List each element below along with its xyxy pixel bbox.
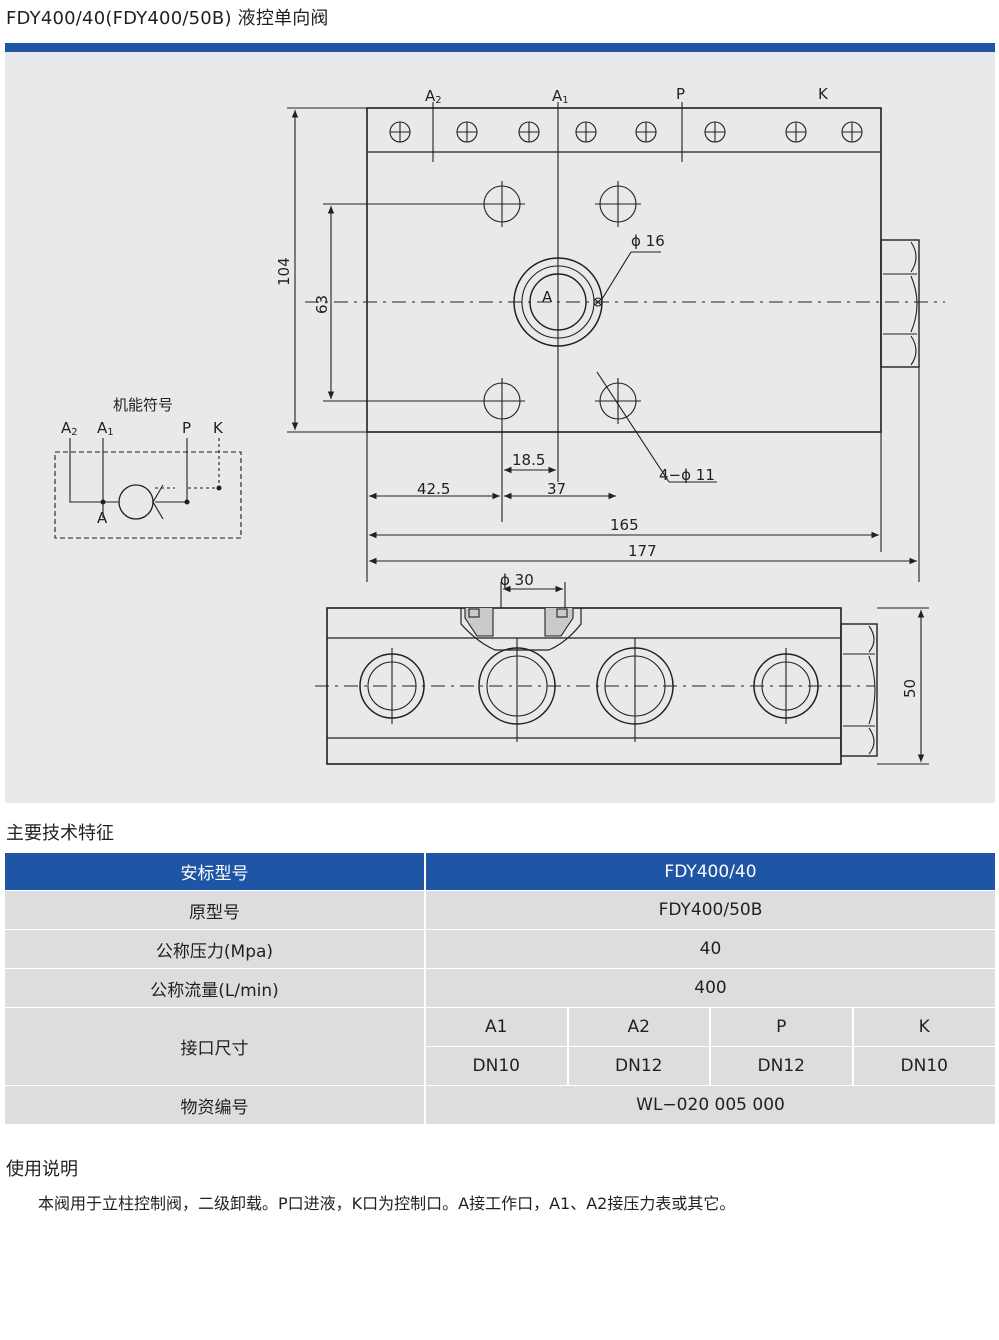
title-rule (5, 43, 995, 52)
dim-165: 165 (610, 516, 639, 534)
table-row: DN10 DN12 DN12 DN10 (5, 1046, 995, 1086)
symbol-label-a1: A1 (97, 419, 114, 438)
bolt-holes (389, 121, 863, 143)
mounting-holes (479, 181, 641, 522)
center-port-label: A (542, 288, 553, 306)
row-value: 400 (425, 968, 995, 1008)
symbol-label-a2: A2 (61, 419, 78, 438)
port-name-a1: A1 (425, 1007, 569, 1047)
specs-table: 安标型号 FDY400/40 原型号 FDY400/50B 公称压力(Mpa) … (5, 853, 995, 1125)
valve-body-outline (366, 107, 882, 433)
dim-63: 63 (313, 295, 331, 314)
material-value: WL−020 005 000 (425, 1085, 995, 1125)
function-symbol (54, 438, 242, 539)
usage-text: 本阀用于立柱控制阀，二级卸载。P口进液，K口为控制口。A接工作口，A1、A2接压… (38, 1194, 736, 1213)
port-label-a1: A1 (552, 87, 569, 106)
port-label-a2: A2 (425, 87, 442, 106)
symbol-label-k: K (213, 419, 224, 437)
material-label: 物资编号 (5, 1085, 426, 1125)
port-size-a1: DN10 (425, 1046, 569, 1086)
technical-drawing: A2 A1 P K A ϕ 16 4−ϕ 11 18.5 42.5 37 165… (54, 85, 945, 765)
row-label: 公称压力(Mpa) (5, 929, 426, 969)
hex-nut-top (880, 239, 920, 368)
port-name-a2: A2 (567, 1007, 711, 1047)
table-row: 公称压力(Mpa) 40 (5, 929, 995, 969)
row-value: 40 (425, 929, 995, 969)
port-name-k: K (852, 1007, 995, 1047)
dim-4-phi11: 4−ϕ 11 (659, 466, 715, 484)
page-title: FDY400/40(FDY400/50B) 液控单向阀 (6, 8, 329, 29)
header-value-cell: FDY400/40 (425, 853, 995, 891)
dim-50: 50 (901, 679, 919, 698)
dim-177: 177 (628, 542, 657, 560)
technical-drawing-panel: A2 A1 P K A ϕ 16 4−ϕ 11 18.5 42.5 37 165… (5, 52, 995, 803)
table-row: 公称流量(L/min) 400 (5, 968, 995, 1008)
dim-phi16: ϕ 16 (631, 232, 665, 250)
dim-104: 104 (275, 257, 293, 286)
table-row: 接口尺寸 A1 A2 P K (5, 1007, 995, 1086)
port-size-a2: DN12 (567, 1046, 711, 1086)
header-label-cell: 安标型号 (5, 853, 426, 891)
row-label: 原型号 (5, 890, 426, 930)
symbol-caption: 机能符号 (113, 396, 173, 414)
top-view (287, 102, 945, 582)
dim-18-5: 18.5 (512, 451, 545, 469)
symbol-label-a: A (97, 509, 108, 527)
port-size-p: DN12 (710, 1046, 854, 1086)
side-view (315, 582, 929, 765)
side-ports (359, 638, 819, 742)
row-label: 公称流量(L/min) (5, 968, 426, 1008)
ports-label: 接口尺寸 (5, 1007, 426, 1086)
usage-section-title: 使用说明 (6, 1159, 78, 1180)
dim-37: 37 (547, 480, 566, 498)
row-value: FDY400/50B (425, 890, 995, 930)
table-row: 原型号 FDY400/50B (5, 890, 995, 930)
dim-42-5: 42.5 (417, 480, 450, 498)
specs-section-title: 主要技术特征 (6, 823, 114, 844)
dim-phi30: ϕ 30 (500, 571, 534, 589)
table-header-row: 安标型号 FDY400/40 (5, 853, 995, 891)
port-name-p: P (710, 1007, 854, 1047)
table-row: 物资编号 WL−020 005 000 (5, 1085, 995, 1125)
port-label-k: K (818, 85, 829, 103)
hex-nut-side (840, 623, 878, 757)
port-size-k: DN10 (852, 1046, 995, 1086)
port-label-p: P (676, 85, 685, 103)
symbol-label-p: P (182, 419, 191, 437)
